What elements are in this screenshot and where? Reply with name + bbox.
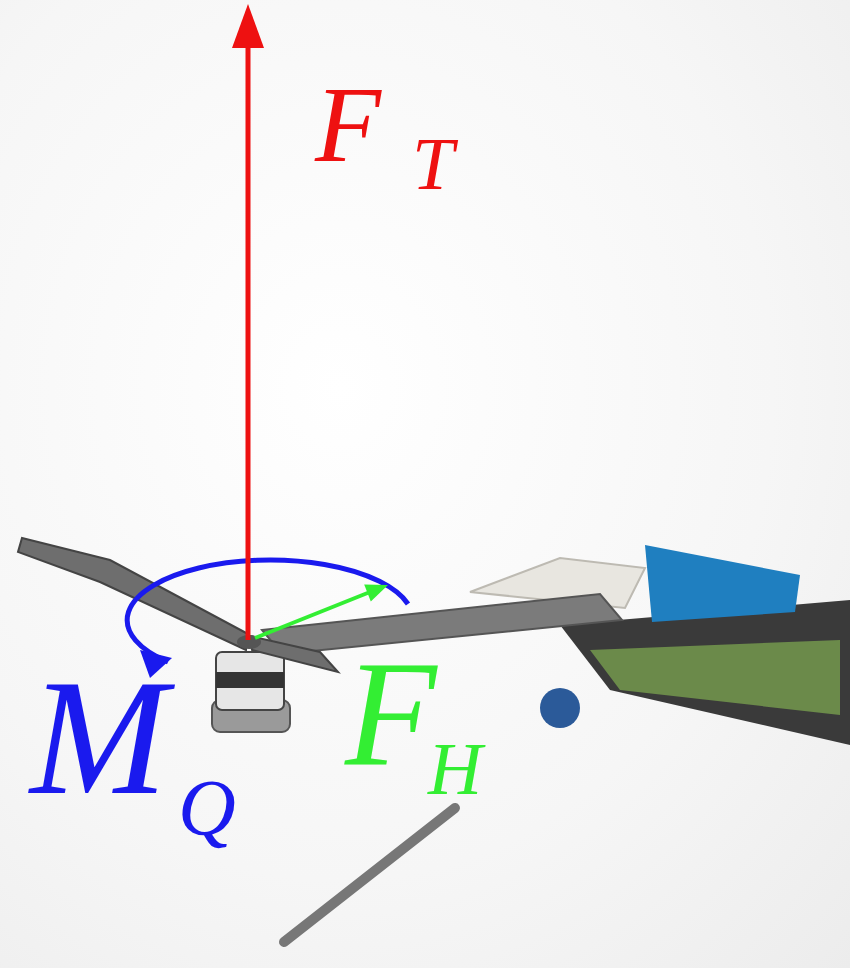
blue-panel [645, 545, 800, 622]
arm [262, 594, 622, 654]
landing-leg [284, 808, 455, 942]
thrust-arrow [246, 44, 251, 640]
thrust-arrowhead [232, 4, 264, 48]
force-symbol: F [315, 71, 381, 179]
force-symbol: F [345, 638, 437, 788]
h-force-arrow [255, 592, 370, 638]
subscript: T [412, 126, 454, 201]
subscript: H [428, 731, 482, 806]
motor [216, 652, 284, 710]
propeller-blade [250, 636, 338, 672]
subscript: Q [178, 768, 236, 848]
motor-band [216, 672, 284, 688]
moment-symbol: M [30, 655, 167, 820]
electronics-board [590, 640, 840, 715]
h-force-arrowhead [364, 585, 388, 602]
sensor-dome [540, 688, 580, 728]
